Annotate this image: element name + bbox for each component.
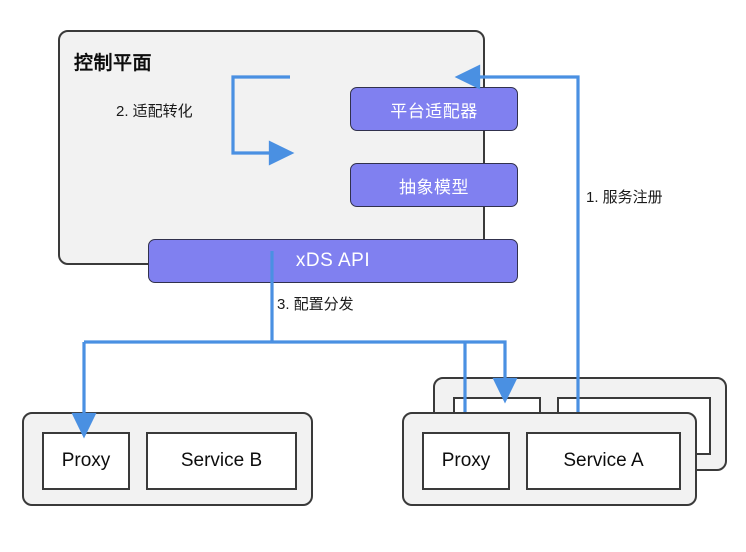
xds-api-box[interactable]: xDS API — [148, 239, 518, 283]
edge-label-register: 1. 服务注册 — [586, 189, 663, 206]
service-b-card[interactable]: Proxy Service B — [22, 412, 313, 506]
service-a-service-box[interactable]: Service A — [526, 432, 681, 490]
control-plane-container: 控制平面 平台适配器 抽象模型 xDS API — [58, 30, 518, 283]
service-b-service-box[interactable]: Service B — [146, 432, 297, 490]
service-a-card[interactable]: Proxy Service A — [402, 412, 697, 506]
edge-label-distribute: 3. 配置分发 — [277, 296, 354, 313]
platform-adapter-box[interactable]: 平台适配器 — [350, 87, 518, 131]
abstract-model-box[interactable]: 抽象模型 — [350, 163, 518, 207]
service-b-proxy-box[interactable]: Proxy — [42, 432, 130, 490]
control-plane-title: 控制平面 — [74, 53, 153, 74]
service-a-proxy-box[interactable]: Proxy — [422, 432, 510, 490]
edge-label-adapt: 2. 适配转化 — [116, 103, 193, 120]
